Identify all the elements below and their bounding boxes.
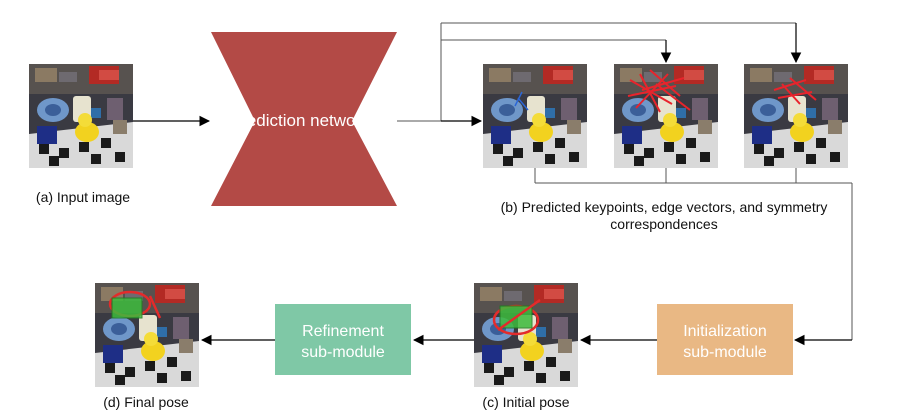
caption-input: (a) Input image (36, 189, 130, 205)
prediction-network-label: Prediction networks (230, 111, 378, 130)
caption-predicted-line1: (b) Predicted keypoints, edge vectors, a… (501, 199, 828, 215)
collection-lines (534, 168, 853, 340)
network-output-lines (397, 22, 796, 122)
final-pose-image (95, 283, 199, 387)
initialization-box (657, 304, 793, 375)
caption-predicted-line2: correspondences (610, 216, 717, 232)
refinement-label-line1: Refinement (302, 323, 384, 340)
prediction-network-shape (211, 32, 397, 206)
predicted-keypoints-image (483, 64, 587, 168)
input-image (29, 64, 133, 168)
initialization-label-line2: sub-module (683, 344, 767, 361)
caption-final: (d) Final pose (103, 394, 189, 410)
refinement-box (275, 304, 411, 375)
refinement-label-line2: sub-module (301, 344, 385, 361)
predicted-symmetry-image (744, 64, 848, 168)
initialization-label-line1: Initialization (683, 323, 767, 340)
initial-pose-image (474, 283, 578, 387)
predicted-edge-vectors-image (614, 64, 718, 168)
caption-initial: (c) Initial pose (482, 394, 569, 410)
